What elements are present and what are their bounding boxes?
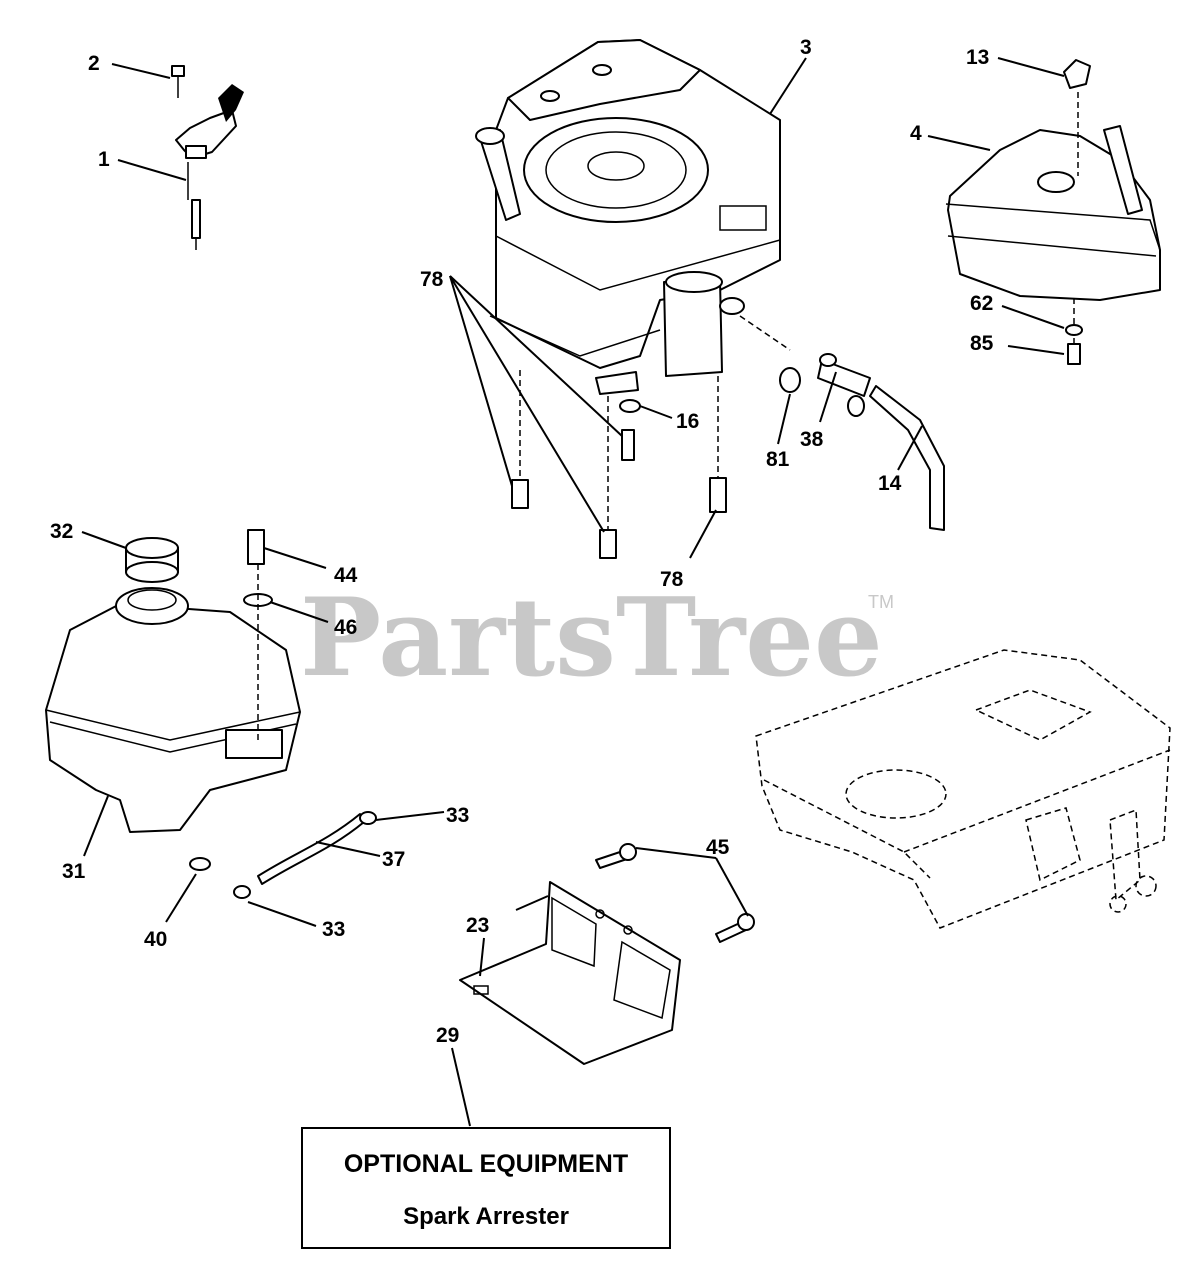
engine-part — [475, 39, 781, 395]
leader-23-top — [515, 895, 549, 911]
callout-3: 3 — [800, 36, 812, 59]
engine-bolts-part — [511, 399, 727, 559]
callout-38: 38 — [800, 428, 824, 451]
leader-85 — [1007, 345, 1065, 355]
leader-14 — [897, 425, 923, 471]
leader-38 — [819, 371, 837, 423]
callout-32: 32 — [50, 520, 73, 543]
leader-45-1 — [635, 847, 717, 859]
muffler-part — [945, 59, 1161, 301]
callout-46: 46 — [334, 616, 357, 639]
callout-31: 31 — [62, 860, 86, 883]
fuel-tank-part — [45, 587, 301, 833]
watermark-text: PartsTree — [300, 575, 883, 701]
leader-40 — [165, 873, 197, 923]
fuel-cap-part — [125, 537, 179, 583]
leader-33b — [247, 901, 317, 927]
callout-40: 40 — [144, 928, 167, 951]
callout-13: 13 — [966, 46, 989, 69]
leader-29 — [451, 1047, 471, 1127]
optional-equipment-box — [301, 1127, 671, 1249]
leader-62 — [1001, 305, 1065, 329]
fuel-valve-part — [779, 353, 945, 531]
leader-78a-3 — [449, 275, 605, 533]
frame-part — [755, 649, 1171, 929]
callout-62: 62 — [970, 292, 993, 315]
callout-16: 16 — [676, 410, 699, 433]
callout-45: 45 — [706, 836, 730, 859]
spark-arrester-part — [459, 881, 681, 1065]
watermark-trademark: TM — [868, 592, 894, 612]
fuel-axis — [739, 315, 791, 351]
spark-arrester-label: Spark Arrester — [403, 1203, 569, 1230]
leader-44 — [263, 547, 327, 569]
throttle-control-part — [171, 65, 244, 250]
leader-78a-2 — [449, 275, 623, 437]
callout-29: 29 — [436, 1024, 459, 1047]
leader-13 — [997, 57, 1065, 77]
leader-23 — [479, 937, 485, 977]
callout-81: 81 — [766, 448, 790, 471]
callout-44: 44 — [334, 564, 358, 587]
leader-1 — [117, 159, 187, 181]
leader-46 — [269, 601, 329, 623]
callout-2: 2 — [88, 52, 100, 75]
muffler-hardware-part — [1065, 324, 1083, 365]
callout-85: 85 — [970, 332, 994, 355]
leader-3 — [769, 57, 807, 115]
callout-14: 14 — [878, 472, 902, 495]
leader-4 — [927, 135, 991, 151]
callout-23: 23 — [466, 914, 489, 937]
callout-33b: 33 — [322, 918, 345, 941]
leader-2 — [111, 63, 171, 79]
callout-78b: 78 — [660, 568, 684, 591]
leader-81 — [777, 393, 791, 445]
callout-33a: 33 — [446, 804, 469, 827]
leader-37 — [315, 841, 381, 857]
callout-4: 4 — [910, 122, 922, 145]
leader-16 — [639, 405, 673, 419]
leader-78b — [689, 509, 717, 559]
callout-78a: 78 — [420, 268, 444, 291]
leader-32 — [81, 531, 127, 549]
leader-33a — [375, 811, 445, 821]
leader-78a-1 — [449, 275, 513, 487]
optional-equipment-title: OPTIONAL EQUIPMENT — [344, 1150, 628, 1178]
callout-1: 1 — [98, 148, 110, 171]
fuel-line-part — [189, 811, 377, 899]
fuel-tank-screw-part — [243, 529, 273, 607]
callout-37: 37 — [382, 848, 405, 871]
leader-31 — [83, 795, 109, 857]
leader-45-2 — [715, 857, 749, 917]
